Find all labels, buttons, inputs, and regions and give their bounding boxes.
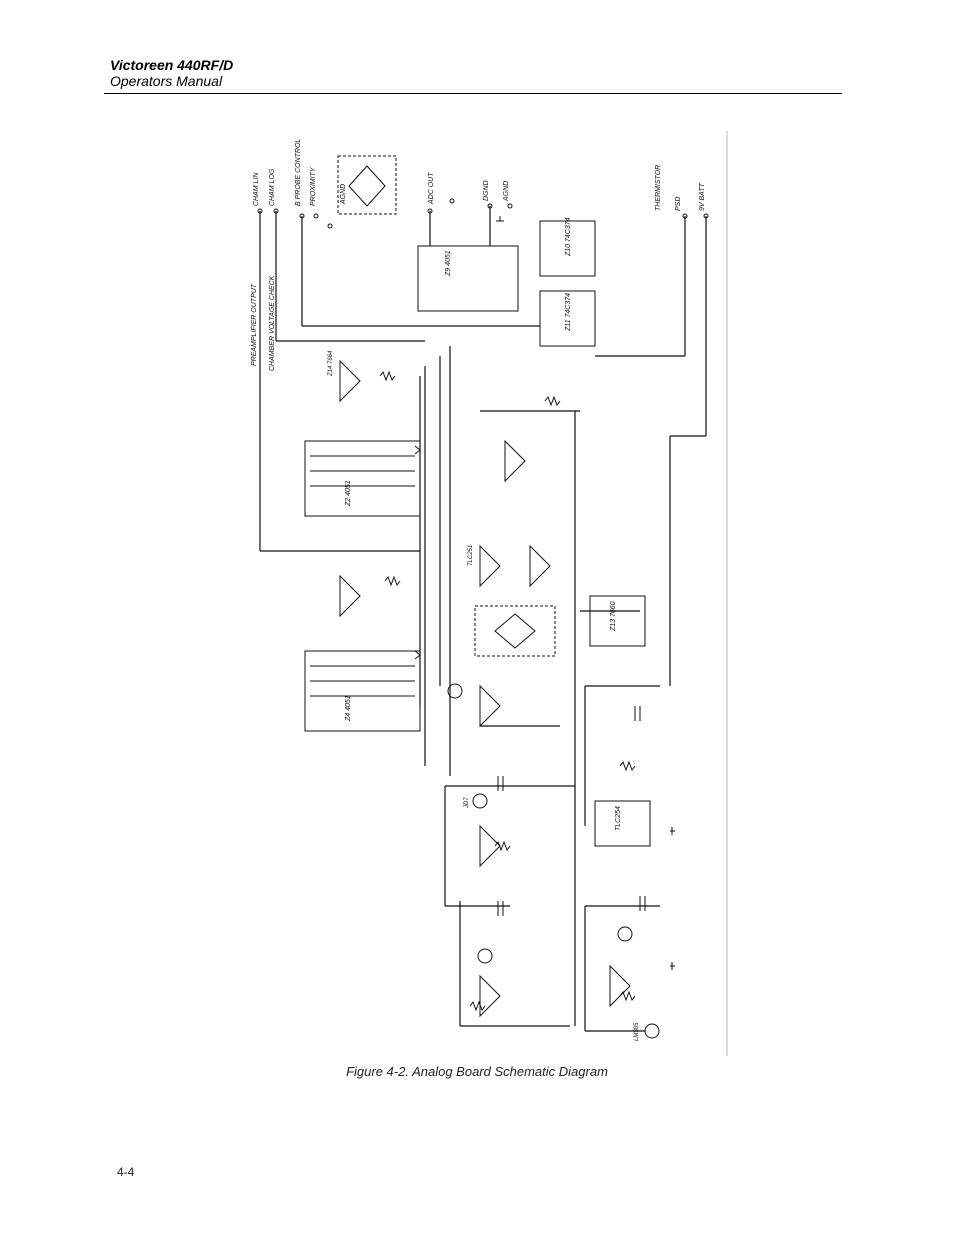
- svg-text:Z14 7664: Z14 7664: [328, 350, 334, 377]
- label-cham-log: CHAM LOG: [269, 168, 276, 206]
- label-agnd-top: AGND: [340, 184, 347, 205]
- manual-title: Victoreen 440RF/D: [110, 57, 234, 73]
- label-cham-lin: CHAM LIN: [253, 172, 260, 206]
- svg-text:JD7: JD7: [464, 797, 470, 809]
- svg-text:TLC254: TLC254: [615, 806, 622, 831]
- svg-text:TLC251: TLC251: [468, 545, 474, 566]
- label-agnd-right: AGND: [503, 181, 510, 202]
- schematic-figure: PREAMPLIFIER OUTPUT CHAMBER VOLTAGE CHEC…: [240, 126, 740, 1061]
- label-dgnd: DGND: [483, 180, 490, 201]
- label-b-probe: B PROBE CONTROL: [295, 139, 302, 206]
- label-preamp-output: PREAMPLIFIER OUTPUT: [251, 283, 258, 366]
- header-rule: [104, 93, 842, 94]
- figure-caption: Figure 4-2. Analog Board Schematic Diagr…: [346, 1064, 608, 1079]
- label-thermistor: THERMISTOR: [655, 165, 662, 211]
- svg-text:Z4 4051: Z4 4051: [345, 695, 352, 722]
- label-proximity: PROXIMITY: [310, 166, 317, 206]
- label-adc-out: ADC OUT: [428, 172, 435, 205]
- schematic-drawing: PREAMPLIFIER OUTPUT CHAMBER VOLTAGE CHEC…: [251, 131, 728, 1056]
- page-number: 4-4: [117, 1165, 135, 1179]
- svg-text:Z13 7660: Z13 7660: [610, 601, 617, 632]
- label-9v-batt: 9V BATT: [699, 182, 706, 211]
- svg-text:Z9 4051: Z9 4051: [445, 250, 452, 277]
- svg-text:Z11 74C374: Z11 74C374: [565, 293, 572, 332]
- label-chamber-voltage: CHAMBER VOLTAGE CHECK: [269, 275, 276, 371]
- label-psd: PSD: [675, 197, 682, 211]
- svg-text:Z10 74C374: Z10 74C374: [565, 217, 572, 257]
- svg-text:Z2 4051: Z2 4051: [345, 480, 352, 507]
- page-header: Victoreen 440RF/D Operators Manual: [110, 57, 842, 90]
- manual-subtitle: Operators Manual: [110, 73, 223, 89]
